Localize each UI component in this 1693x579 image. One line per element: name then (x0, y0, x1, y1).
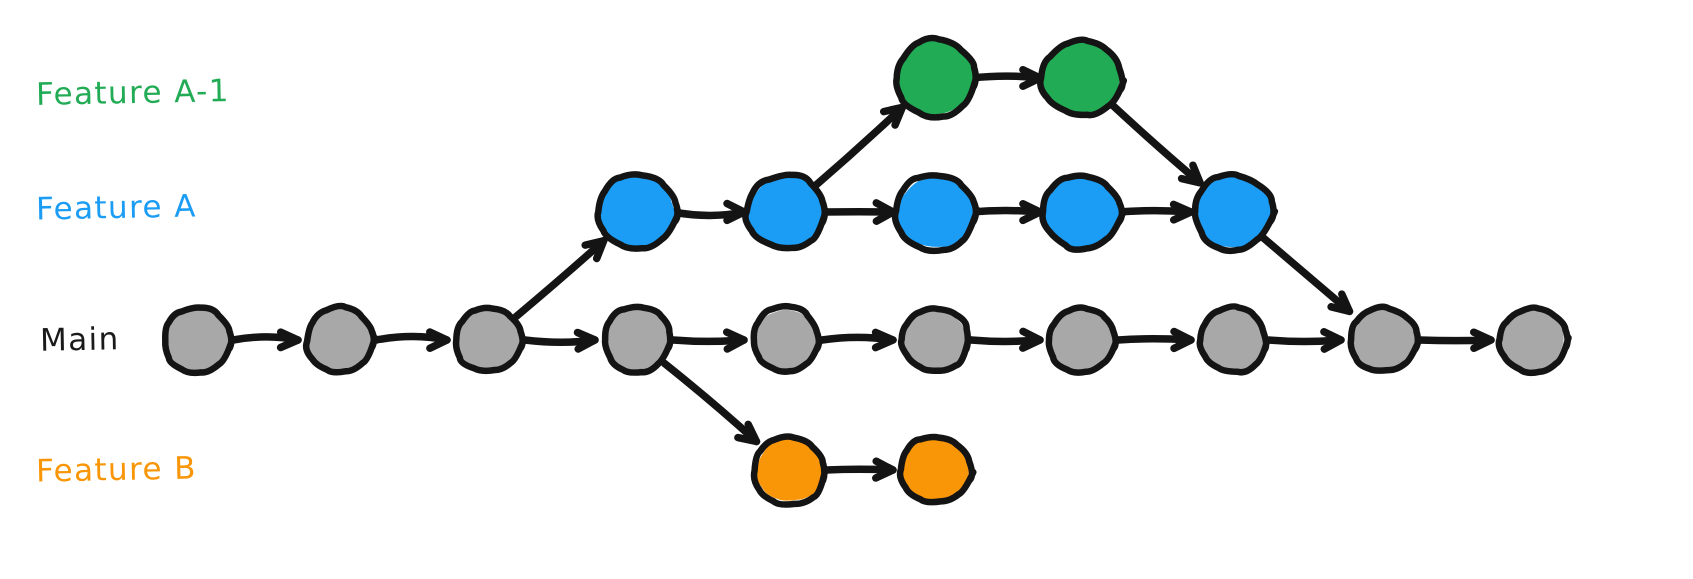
commit-node-outline (750, 302, 824, 375)
commit-node-feature-a-4[interactable] (1191, 170, 1279, 255)
commit-node-feature-a-3[interactable] (1039, 172, 1127, 253)
commit-node-fill (599, 174, 676, 249)
commit-node-outline (1347, 303, 1423, 374)
commit-node-fill (900, 437, 970, 503)
node-layer (161, 34, 1572, 508)
edge-main-6-to-main-7 (1114, 327, 1195, 353)
edge-featureB-0-to-featureB-1 (822, 457, 897, 482)
commit-node-outline (601, 303, 675, 376)
edge-featureA-3-to-featureA-4 (1114, 200, 1195, 224)
commit-node-outline (1045, 304, 1120, 376)
commit-node-fill (1500, 308, 1565, 373)
commit-node-main-6[interactable] (1045, 304, 1120, 376)
commit-node-outline (452, 304, 527, 375)
commit-node-outline (891, 172, 981, 255)
edge-merge-featureA-to-main (1256, 231, 1354, 316)
commit-node-fill (1049, 309, 1114, 372)
edge-layer (229, 65, 1495, 482)
commit-node-main-4[interactable] (750, 302, 824, 375)
commit-node-outline (1191, 170, 1279, 255)
commit-node-fill (308, 308, 375, 371)
edge-branch-featureA-to-featureA1 (809, 103, 907, 192)
commit-node-feature-a-1-1[interactable] (1037, 36, 1128, 119)
commit-node-outline (750, 433, 829, 508)
edge-featureA-0-to-featureA-1 (669, 199, 748, 225)
edge-featureA1-0-to-featureA1-1 (967, 65, 1044, 90)
commit-node-main-7[interactable] (1196, 303, 1271, 376)
commit-node-fill (896, 176, 976, 248)
edge-main-0-to-main-1 (229, 328, 302, 352)
edge-featureA-1-to-featureA-2 (818, 199, 897, 225)
commit-node-feature-b-0[interactable] (750, 433, 829, 508)
commit-node-feature-b-1[interactable] (896, 433, 977, 506)
commit-node-outline (897, 305, 972, 374)
edge-main-1-to-main-2 (372, 328, 451, 352)
commit-node-outline (1495, 304, 1572, 377)
commit-node-main-2[interactable] (452, 304, 527, 375)
lane-label-feature-a: Feature A (35, 188, 198, 228)
edge-main-3-to-main-4 (669, 328, 748, 353)
commit-node-outline (161, 304, 236, 377)
edge-branch-main-to-featureA (512, 237, 608, 321)
commit-node-fill (897, 39, 976, 115)
commit-node-outline (742, 171, 830, 252)
commit-node-fill (457, 309, 523, 371)
commit-node-fill (1200, 309, 1266, 371)
edge-main-8-to-main-9 (1415, 328, 1495, 353)
lane-label-feature-a-1: Feature A-1 (35, 73, 231, 113)
commit-node-fill (753, 309, 819, 371)
lane-label-main: Main (39, 321, 120, 359)
edge-merge-featureA1-to-featureA (1105, 98, 1204, 187)
commit-node-main-9[interactable] (1495, 304, 1572, 377)
commit-node-outline (893, 34, 980, 121)
commit-node-feature-a-1-0[interactable] (893, 34, 980, 121)
commit-node-fill (1195, 175, 1273, 248)
edge-branch-main-to-featureB (660, 359, 761, 446)
edge-main-2-to-main-3 (521, 328, 599, 353)
commit-node-outline (1037, 36, 1128, 119)
edge-main-4-to-main-5 (818, 328, 897, 352)
commit-node-feature-a-1[interactable] (742, 171, 830, 252)
commit-node-fill (163, 307, 231, 372)
commit-node-fill (746, 174, 824, 249)
edge-featureA-2-to-featureA-3 (967, 200, 1044, 225)
commit-node-outline (1039, 172, 1127, 253)
commit-node-main-0[interactable] (161, 304, 236, 377)
commit-node-feature-a-0[interactable] (594, 171, 683, 252)
commit-node-outline (1196, 303, 1271, 376)
commit-node-outline (896, 433, 977, 506)
commit-node-main-1[interactable] (302, 302, 379, 376)
commit-node-main-8[interactable] (1347, 303, 1423, 374)
commit-node-fill (903, 309, 967, 371)
commit-node-main-3[interactable] (601, 303, 675, 376)
edge-main-5-to-main-6 (967, 327, 1044, 352)
commit-node-fill (1042, 40, 1121, 116)
commit-node-outline (594, 171, 683, 252)
commit-node-feature-a-2[interactable] (891, 172, 981, 255)
commit-node-main-5[interactable] (897, 305, 972, 374)
edge-main-7-to-main-8 (1265, 328, 1345, 353)
commit-node-fill (756, 438, 827, 501)
commit-node-fill (605, 308, 671, 371)
commit-node-fill (1043, 174, 1121, 249)
commit-node-outline (302, 302, 379, 376)
lane-label-feature-b: Feature B (35, 450, 198, 490)
commit-node-fill (1351, 309, 1417, 372)
